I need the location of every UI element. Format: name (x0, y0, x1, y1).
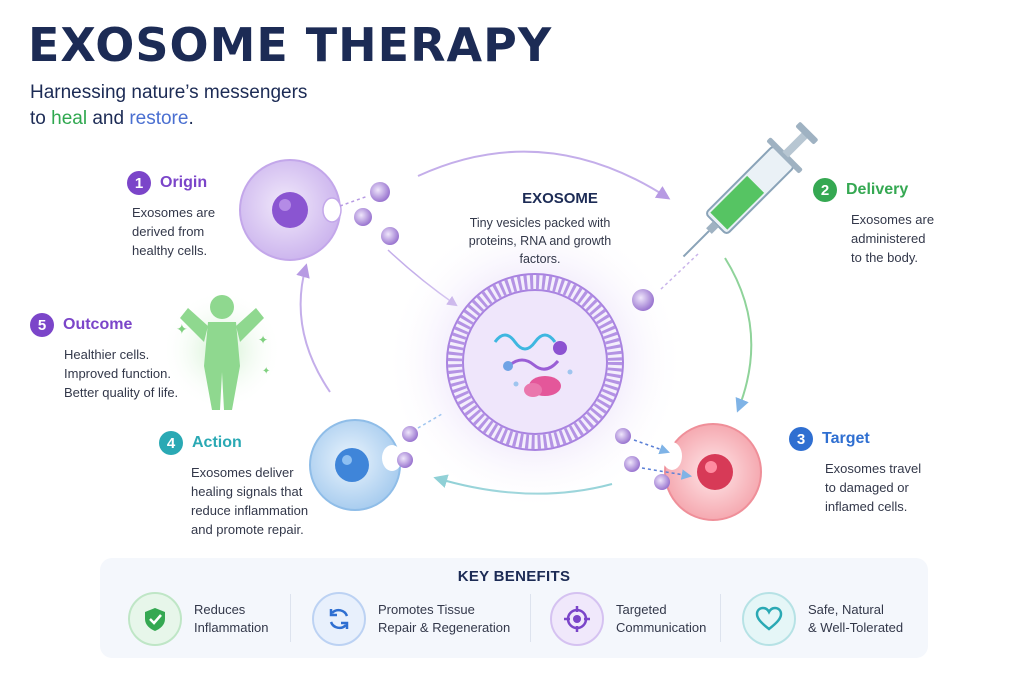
step-description: Healthier cells. Improved function. Bett… (64, 347, 179, 400)
delivered-vesicle (632, 289, 654, 311)
step-action: 4 Action Exosomes deliver healing signal… (159, 431, 308, 539)
refresh-cycle-icon (312, 592, 366, 646)
repaired-cell-illustration (309, 413, 443, 511)
divider (720, 594, 721, 642)
key-benefits-panel: KEY BENEFITS Reduces Inflammation Promot… (100, 558, 928, 658)
syringe-illustration (682, 122, 818, 258)
healthy-person-illustration: ✦ ✦ ✦ (162, 290, 282, 410)
step-title: Origin (160, 174, 208, 191)
subtitle-restore: restore (129, 108, 189, 129)
exosome-cycle-diagram: ✦ ✦ ✦ (162, 122, 818, 521)
cycle-arrow-top (417, 150, 671, 200)
benefit-label: Promotes Tissue Repair & Regeneration (378, 602, 511, 635)
benefit-label: Safe, Natural & Well-Tolerated (808, 602, 904, 635)
subtitle-line1: Harnessing nature’s messengers (30, 82, 308, 103)
subtitle-to: to (30, 108, 52, 129)
divider (290, 594, 291, 642)
rna-strand (493, 333, 557, 351)
exosome-label: EXOSOME (522, 190, 598, 207)
benefit-tissue-repair: Promotes Tissue Repair & Regeneration (312, 590, 510, 648)
healthy-cell-illustration (239, 159, 399, 261)
step-description: Exosomes travel to damaged or inflamed c… (825, 461, 922, 514)
cycle-arrow-right (724, 257, 753, 413)
subtitle-heal: heal (51, 108, 88, 129)
step-origin: 1 Origin Exosomes are derived from healt… (127, 171, 215, 260)
heart-icon (742, 592, 796, 646)
step-delivery: 2 Delivery Exosomes are administered to … (813, 178, 934, 267)
benefit-label: Reduces Inflammation (194, 602, 269, 635)
sparkle-icon: ✦ (176, 321, 188, 337)
svg-text:✦: ✦ (258, 333, 268, 347)
subtitle-and: and (87, 108, 130, 129)
cycle-arrow-left (296, 263, 331, 393)
step-number-badge: 3 (789, 427, 813, 451)
subtitle-period: . (188, 108, 194, 129)
shield-check-icon (128, 592, 182, 646)
benefit-targeted-communication: Targeted Communication (550, 590, 706, 648)
key-benefits-title: KEY BENEFITS (457, 568, 571, 585)
inflamed-cell-illustration (615, 423, 762, 521)
step-title: Target (822, 430, 870, 447)
step-number-badge: 4 (159, 431, 183, 455)
step-description: Exosomes deliver healing signals that re… (191, 465, 309, 537)
benefit-safe-natural: Safe, Natural & Well-Tolerated (742, 590, 903, 648)
divider (530, 594, 531, 642)
step-title: Outcome (63, 316, 133, 333)
step-title: Action (192, 434, 242, 451)
step-description: Exosomes are administered to the body. (851, 212, 935, 265)
step-number-badge: 5 (30, 313, 54, 337)
step-description: Exosomes are derived from healthy cells. (132, 205, 216, 258)
step-title: Delivery (846, 181, 909, 198)
target-icon (550, 592, 604, 646)
benefit-label: Targeted Communication (616, 602, 707, 635)
step-outcome: 5 Outcome Healthier cells. Improved func… (30, 313, 178, 402)
step-number-badge: 2 (813, 178, 837, 202)
exosome-vesicle-illustration (446, 273, 624, 451)
step-target: 3 Target Exosomes travel to damaged or i… (789, 427, 921, 516)
benefit-reduces-inflammation: Reduces Inflammation (128, 590, 268, 648)
step-number-badge: 1 (127, 171, 151, 195)
svg-text:✦: ✦ (262, 366, 270, 377)
page-subtitle: Harnessing nature’s messengers to heal a… (30, 80, 307, 132)
exosome-description: Tiny vesicles packed with proteins, RNA … (468, 216, 612, 266)
page-title: EXOSOME THERAPY (28, 18, 553, 72)
